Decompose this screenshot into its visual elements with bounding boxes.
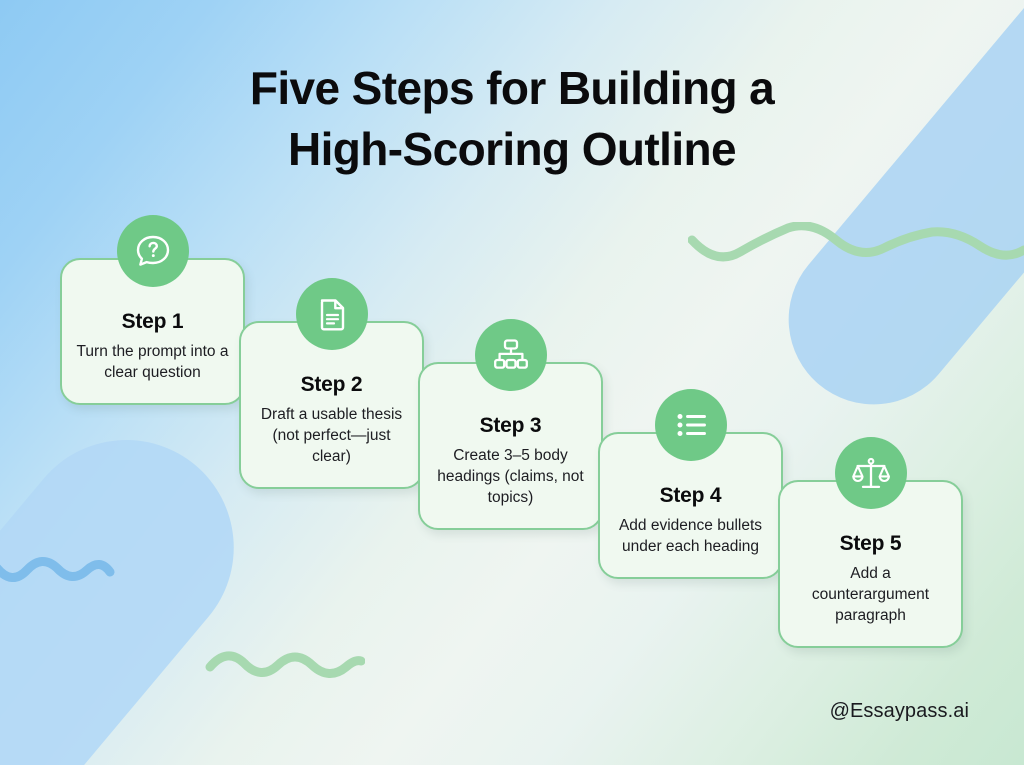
brand-watermark: @Essaypass.ai xyxy=(829,700,969,722)
step-card-2[interactable]: Step 2 Draft a usable thesis (not perfec… xyxy=(239,278,424,490)
step-title: Step 3 xyxy=(479,414,542,437)
step-title: Step 4 xyxy=(659,484,722,507)
step-description: Add evidence bullets under each heading xyxy=(618,517,763,556)
step-card-5[interactable]: Step 5 Add a counterargument paragraph xyxy=(778,437,963,649)
document-icon xyxy=(295,278,368,350)
title-line-1: Five Steps for Building a xyxy=(249,62,775,114)
step-title: Step 5 xyxy=(839,532,902,555)
hierarchy-chart-icon xyxy=(474,319,547,391)
step-description: Create 3–5 body headings (claims, not to… xyxy=(437,447,584,507)
title-line-2: High-Scoring Outline xyxy=(288,122,737,175)
step-card-1[interactable]: Step 1 Turn the prompt into a clear ques… xyxy=(60,215,245,406)
balance-scales-icon xyxy=(834,437,907,509)
step-title: Step 2 xyxy=(300,373,363,396)
step-description: Draft a usable thesis (not perfect—just … xyxy=(260,406,403,466)
step-description: Add a counterargument paragraph xyxy=(811,565,930,625)
page-title: Five Steps for Building a High-Scoring O… xyxy=(0,58,1024,179)
question-speech-bubble-icon xyxy=(116,215,189,287)
step-card-3[interactable]: Step 3 Create 3–5 body headings (claims,… xyxy=(418,319,603,531)
step-card-4[interactable]: Step 4 Add evidence bullets under each h… xyxy=(598,389,783,580)
step-title: Step 1 xyxy=(121,310,184,333)
bullet-list-icon xyxy=(654,389,727,461)
step-description: Turn the prompt into a clear question xyxy=(76,343,229,382)
